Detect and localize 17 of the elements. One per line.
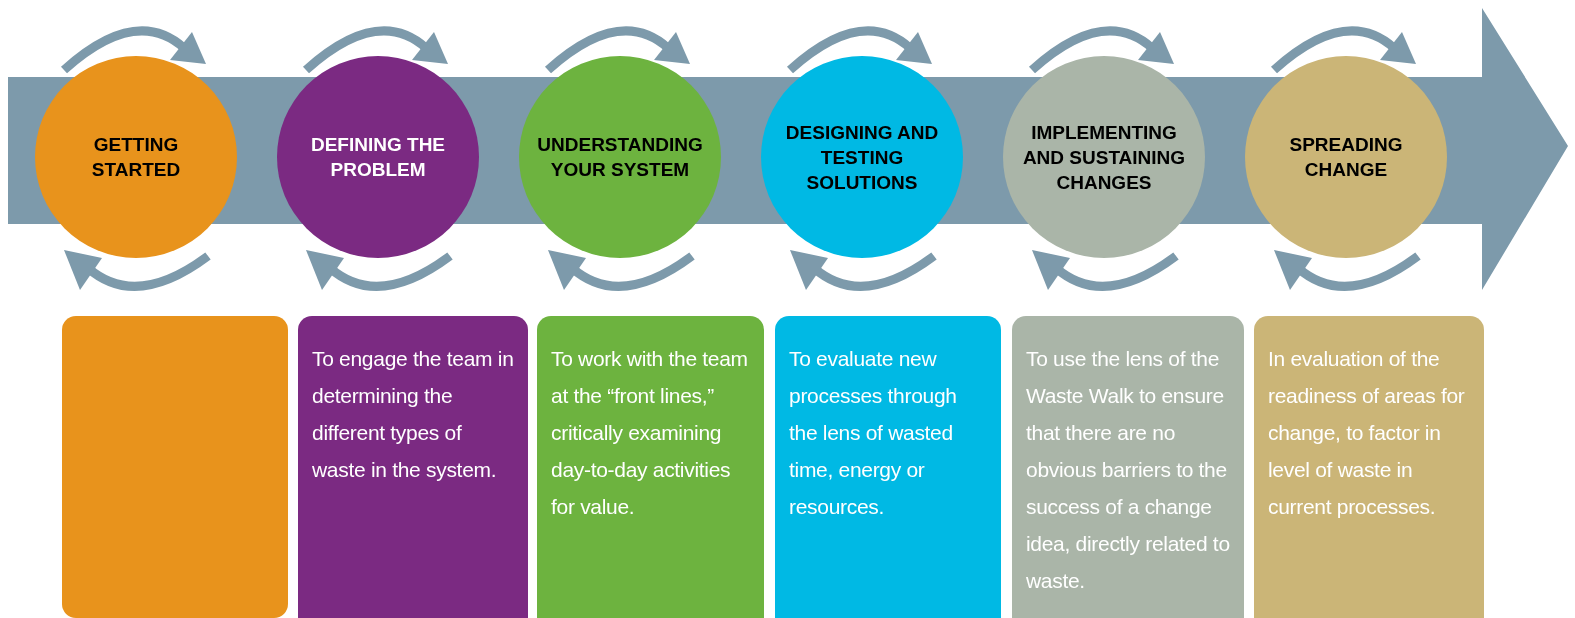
stage-title: IMPLEMENTING AND SUSTAINING CHANGES: [1021, 120, 1187, 195]
description-card: [62, 316, 288, 618]
description-card: [537, 316, 764, 618]
stage-title: SPREADING CHANGE: [1288, 133, 1404, 182]
description-card: [298, 316, 528, 618]
description-text: To engage the team in determining the different types of waste in the system.: [312, 346, 515, 483]
description-card: [1012, 316, 1244, 618]
description-text: In evaluation of the readiness of areas for change, to factor in level of waste in current processes.: [1268, 346, 1466, 520]
description-text: To use the lens of the Waste Walk to ensure that there are no obvious barriers to the success of a change idea, directly related to waste.: [1026, 346, 1231, 594]
stage-title: DEFINING THE PROBLEM: [309, 133, 447, 182]
stage-title: DESIGNING AND TESTING SOLUTIONS: [784, 120, 940, 195]
description-card: [775, 316, 1001, 618]
description-card: [1254, 316, 1484, 618]
description-text: To evaluate new processes through the lens of wasted time, energy or resources.: [789, 346, 958, 520]
stage-title: UNDERSTANDING YOUR SYSTEM: [536, 133, 704, 182]
stage-title: GETTING STARTED: [90, 133, 182, 182]
description-text: To work with the team at the “front lines,” critically examining day-to-day activities for value.: [551, 346, 749, 520]
